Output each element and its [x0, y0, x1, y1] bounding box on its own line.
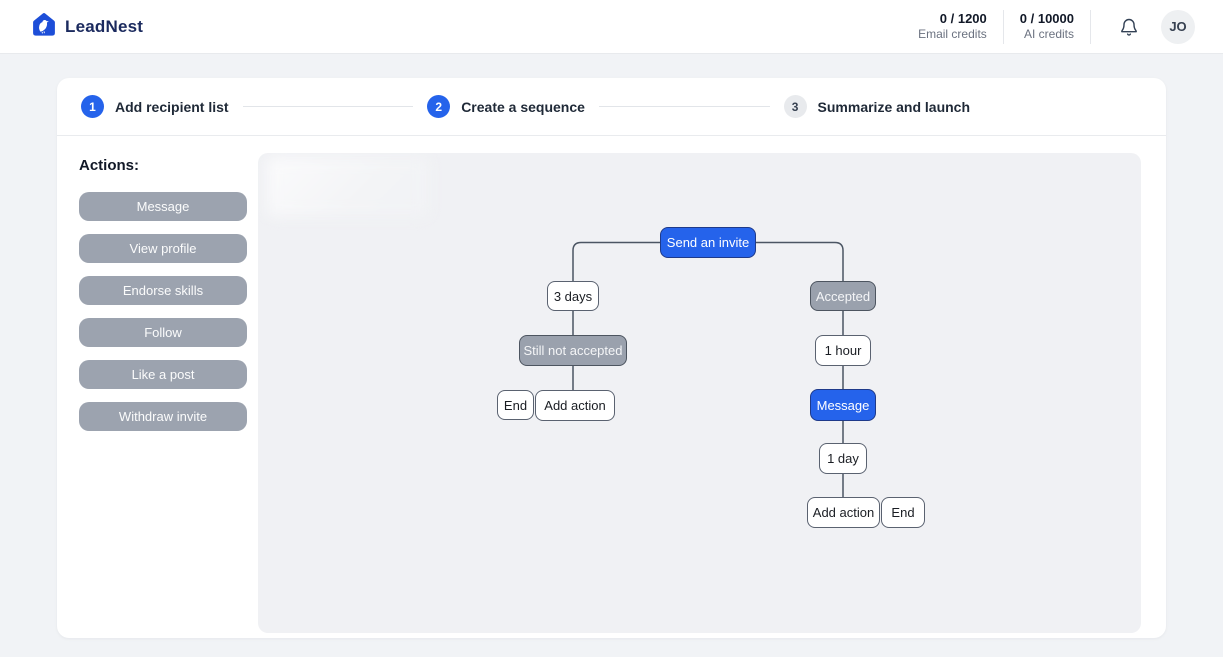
action-button-follow[interactable]: Follow	[79, 318, 247, 347]
flow-node-wait-1-hour[interactable]: 1 hour	[815, 335, 871, 366]
brand[interactable]: LeadNest	[30, 10, 143, 43]
sequence-connectors	[572, 241, 844, 497]
ai-credits-label: AI credits	[1023, 27, 1074, 42]
ai-credits: 0 / 10000 AI credits	[1004, 10, 1090, 43]
flow-node-end-right[interactable]: End	[881, 497, 925, 528]
flow-node-add-action-right[interactable]: Add action	[807, 497, 880, 528]
flow-node-accepted[interactable]: Accepted	[810, 281, 876, 311]
step-2-label: Create a sequence	[461, 98, 585, 115]
blurred-sequence-name	[267, 157, 429, 217]
step-add-recipient-list[interactable]: 1 Add recipient list	[81, 95, 229, 118]
email-credits: 0 / 1200 Email credits	[902, 10, 1003, 43]
user-avatar[interactable]: JO	[1161, 9, 1195, 44]
step-1-label: Add recipient list	[115, 98, 229, 115]
flow-node-wait-3-days[interactable]: 3 days	[547, 281, 599, 311]
stepper-connector	[242, 106, 414, 107]
notifications-bell-icon[interactable]	[1115, 13, 1143, 41]
email-credits-value: 0 / 1200	[939, 10, 987, 26]
actions-panel-title: Actions:	[79, 157, 139, 174]
flow-node-add-action-left[interactable]: Add action	[535, 390, 615, 421]
action-button-withdraw-invite[interactable]: Withdraw invite	[79, 402, 247, 431]
leadnest-logo-icon	[30, 10, 58, 43]
credits-divider	[1002, 9, 1004, 44]
wizard-card: 1 Add recipient list 2 Create a sequence…	[57, 78, 1166, 638]
wizard-stepper: 1 Add recipient list 2 Create a sequence…	[57, 78, 1166, 136]
step-3-circle: 3	[783, 95, 807, 118]
action-button-view-profile[interactable]: View profile	[79, 234, 247, 263]
stepper-connector	[598, 106, 770, 107]
step-1-circle: 1	[81, 95, 104, 118]
flow-node-still-not-accepted[interactable]: Still not accepted	[519, 335, 627, 366]
ai-credits-value: 0 / 10000	[1019, 10, 1074, 26]
sequence-canvas[interactable]: Send an invite 3 days Accepted Still not…	[258, 153, 1141, 633]
app-header: LeadNest 0 / 1200 Email credits 0 / 1000…	[0, 0, 1223, 54]
step-2-circle: 2	[427, 95, 451, 118]
step-3-label: Summarize and launch	[817, 98, 971, 115]
actions-panel: Actions: Message View profile Endorse sk…	[79, 153, 247, 633]
action-button-endorse-skills[interactable]: Endorse skills	[79, 276, 247, 305]
flow-node-end-left[interactable]: End	[497, 390, 534, 420]
credits-divider	[1090, 9, 1091, 44]
flow-node-send-an-invite[interactable]: Send an invite	[660, 227, 756, 258]
step-create-a-sequence[interactable]: 2 Create a sequence	[427, 95, 585, 118]
flow-node-wait-1-day[interactable]: 1 day	[819, 443, 867, 474]
action-button-message[interactable]: Message	[79, 192, 247, 221]
email-credits-label: Email credits	[918, 27, 987, 42]
credits-summary: 0 / 1200 Email credits 0 / 10000 AI cred…	[902, 9, 1091, 44]
step-summarize-and-launch[interactable]: 3 Summarize and launch	[783, 95, 971, 118]
brand-name: LeadNest	[65, 16, 144, 36]
action-button-like-a-post[interactable]: Like a post	[79, 360, 247, 389]
flow-node-message[interactable]: Message	[810, 389, 876, 421]
